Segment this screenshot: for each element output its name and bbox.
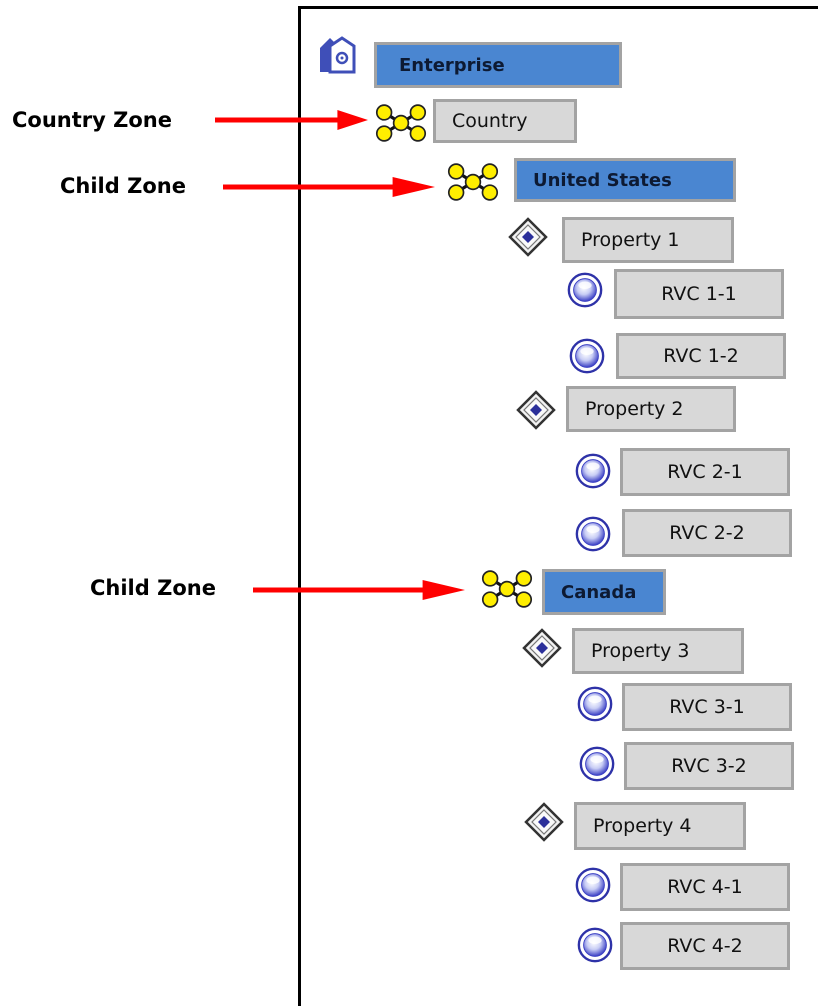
- tree-node-rvc-4-2[interactable]: RVC 4-2: [620, 922, 790, 970]
- child-zone-us-label: Child Zone: [60, 174, 186, 198]
- country-zone-label: Country Zone: [12, 108, 172, 132]
- rvc-icon: [569, 338, 605, 374]
- tree-node-rvc-2-1[interactable]: RVC 2-1: [620, 448, 790, 496]
- country-zone-arrow: [215, 108, 368, 132]
- rvc-icon: [575, 516, 611, 552]
- tree-node-rvc-3-1[interactable]: RVC 3-1: [622, 683, 792, 731]
- tree-node-property-1[interactable]: Property 1: [562, 217, 734, 263]
- tree-node-rvc-1-2[interactable]: RVC 1-2: [616, 333, 786, 379]
- zone-icon: [375, 103, 427, 143]
- tree-node-rvc-2-2[interactable]: RVC 2-2: [622, 509, 792, 557]
- rvc-icon: [567, 272, 603, 308]
- property-icon: [522, 628, 562, 668]
- rvc-icon: [577, 927, 613, 963]
- tree-node-rvc-1-1[interactable]: RVC 1-1: [614, 269, 784, 319]
- rvc-icon: [575, 867, 611, 903]
- enterprise-icon: [320, 36, 356, 74]
- tree-node-property-2[interactable]: Property 2: [566, 386, 736, 432]
- tree-node-canada[interactable]: Canada: [542, 569, 666, 615]
- tree-node-property-4[interactable]: Property 4: [574, 802, 746, 850]
- tree-node-rvc-4-1[interactable]: RVC 4-1: [620, 863, 790, 911]
- property-icon: [508, 217, 548, 257]
- child-zone-canada-arrow: [253, 578, 465, 602]
- zone-icon: [447, 162, 499, 202]
- tree-node-country[interactable]: Country: [433, 99, 577, 143]
- tree-node-enterprise[interactable]: Enterprise: [374, 42, 622, 88]
- property-icon: [524, 802, 564, 842]
- rvc-icon: [577, 686, 613, 722]
- rvc-icon: [579, 746, 615, 782]
- tree-node-rvc-3-2[interactable]: RVC 3-2: [624, 742, 794, 790]
- property-icon: [516, 390, 556, 430]
- zone-icon: [481, 569, 533, 609]
- child-zone-us-arrow: [223, 175, 435, 199]
- tree-node-property-3[interactable]: Property 3: [572, 628, 744, 674]
- child-zone-canada-label: Child Zone: [90, 576, 216, 600]
- tree-panel: [298, 6, 818, 1006]
- rvc-icon: [575, 453, 611, 489]
- tree-node-united-states[interactable]: United States: [514, 158, 736, 202]
